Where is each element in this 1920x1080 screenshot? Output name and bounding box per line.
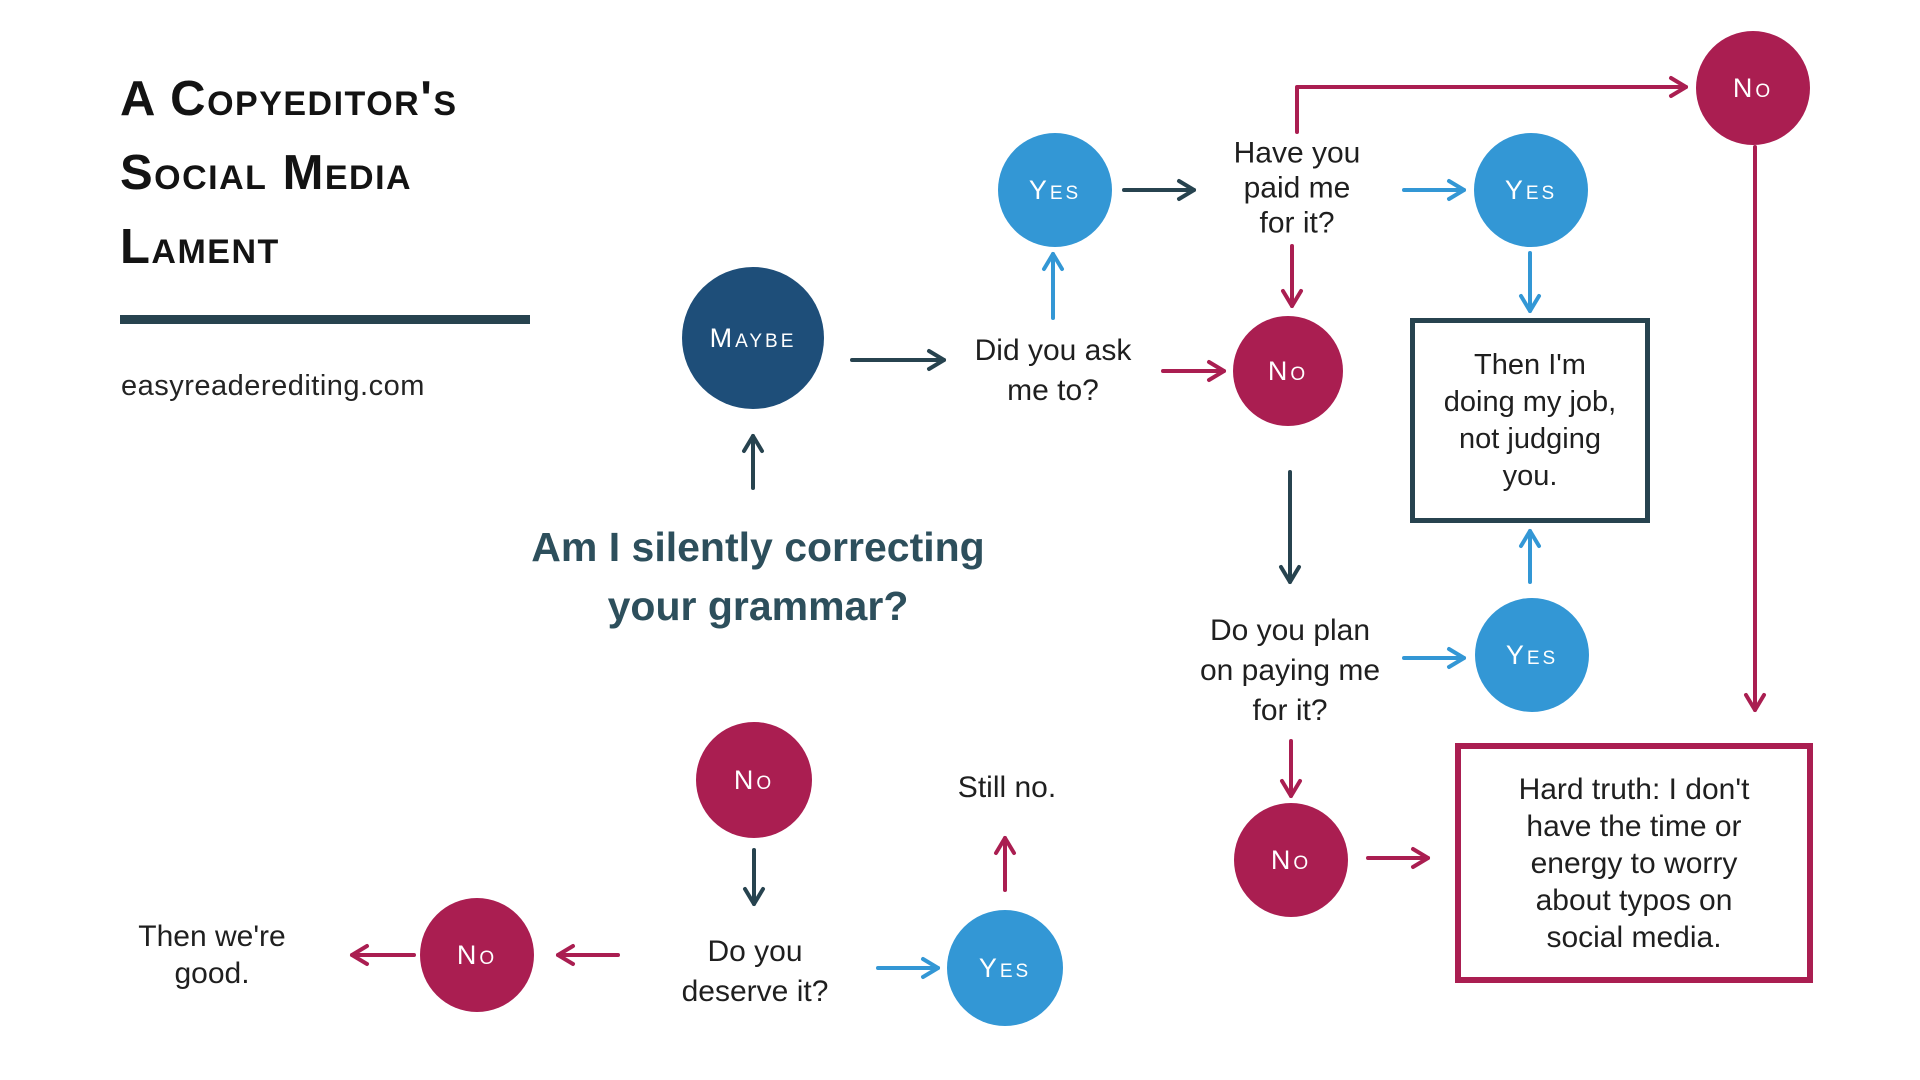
no-asked-circle: No: [1233, 316, 1343, 426]
do-you-plan-label: Do you plan on paying me for it?: [1200, 611, 1380, 731]
then-were-good-label-line-2: good.: [174, 957, 250, 990]
hard-truth-box-line-2: have the time or: [1526, 809, 1742, 843]
yes-plan-circle: Yes: [1475, 598, 1589, 712]
arrow-have-you-paid-elbow-to-no: [1295, 76, 1688, 134]
doing-my-job-box: Then I'm doing my job, not judging you.: [1410, 318, 1650, 523]
doing-my-job-box-line-2: doing my job,: [1443, 385, 1617, 418]
still-no-label-line-1: Still no.: [957, 771, 1057, 804]
do-you-plan-label-line-1: Do you plan: [1209, 614, 1371, 647]
no-paid-circle: No: [1696, 31, 1810, 145]
still-no-label: Still no.: [958, 770, 1056, 806]
main-question-line-1: Am I silently correcting: [531, 524, 985, 570]
doing-my-job-box-line-3: not judging: [1459, 422, 1601, 455]
page-title: A Copyeditor's Social Media Lament: [120, 62, 458, 284]
maybe-circle: Maybe: [682, 267, 824, 409]
yes-deserve-circle: Yes: [947, 910, 1063, 1026]
hard-truth-box-line-5: social media.: [1546, 920, 1722, 954]
page-title-line-1: A Copyeditor's: [120, 72, 458, 126]
hard-truth-box-line-3: energy to worry: [1530, 846, 1738, 880]
hard-truth-box-line-4: about typos on: [1535, 883, 1733, 917]
doing-my-job-box-line-1: Then I'm: [1474, 348, 1586, 381]
no-deserve-circle: No: [420, 898, 534, 1012]
do-you-deserve-label: Do you deserve it?: [682, 932, 829, 1012]
yes-paid-circle: Yes: [1474, 133, 1588, 247]
main-question-line-2: your grammar?: [607, 583, 909, 629]
did-you-ask-label-line-2: me to?: [1007, 374, 1099, 407]
do-you-deserve-label-line-2: deserve it?: [681, 975, 829, 1008]
main-question: Am I silently correcting your grammar?: [531, 518, 984, 636]
page-title-line-3: Lament: [120, 220, 280, 274]
doing-my-job-box-line-4: you.: [1502, 459, 1558, 492]
hard-truth-box-line-1: Hard truth: I don't: [1518, 772, 1750, 806]
then-were-good-label: Then we're good.: [138, 918, 285, 992]
page-title-line-2: Social Media: [120, 146, 413, 200]
did-you-ask-label-line-1: Did you ask: [974, 334, 1132, 367]
did-you-ask-label: Did you ask me to?: [975, 331, 1132, 411]
then-were-good-label-line-1: Then we're: [138, 920, 286, 953]
have-you-paid-label-line-1: Have you: [1233, 136, 1361, 170]
no-correcting-circle: No: [696, 722, 812, 838]
title-underline: [120, 315, 530, 324]
have-you-paid-label-line-2: paid me: [1243, 171, 1351, 205]
yes-asked-circle: Yes: [998, 133, 1112, 247]
no-plan-circle: No: [1234, 803, 1348, 917]
have-you-paid-label-line-3: for it?: [1259, 206, 1335, 240]
website-url: easyreaderediting.com: [121, 370, 425, 402]
do-you-plan-label-line-3: for it?: [1252, 694, 1328, 727]
do-you-deserve-label-line-1: Do you: [707, 935, 803, 968]
do-you-plan-label-line-2: on paying me: [1199, 654, 1381, 687]
